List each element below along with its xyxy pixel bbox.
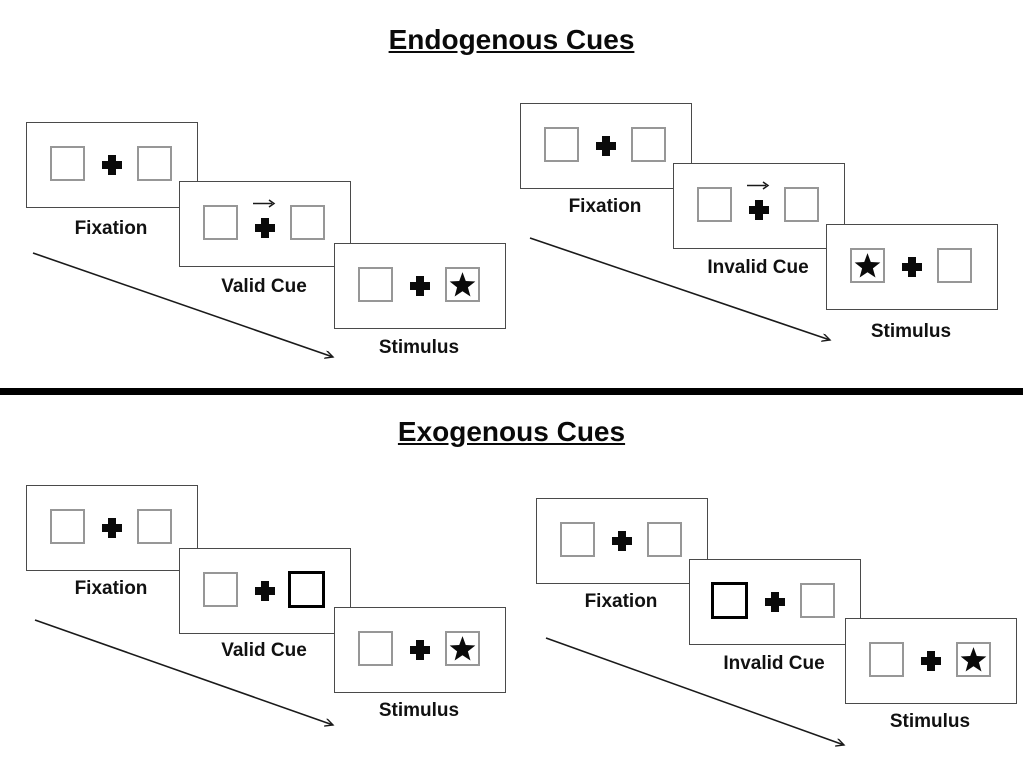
- star-icon: [854, 253, 881, 278]
- stimulus-frame: [334, 243, 506, 329]
- right-box: [445, 267, 480, 302]
- left-box: [560, 522, 595, 557]
- time-sequence-arrow-icon: [34, 619, 352, 736]
- left-box: [50, 509, 85, 544]
- fixation-cross-icon: [765, 592, 785, 612]
- fixation-cross-icon: [596, 136, 616, 156]
- fixation-frame: [26, 122, 198, 208]
- fixation-frame: [26, 485, 198, 571]
- fixation-cross-icon: [102, 518, 122, 538]
- time-sequence-arrow-icon: [545, 637, 863, 759]
- right-box: [937, 248, 972, 283]
- right-box: [290, 205, 325, 240]
- frame-label: Stimulus: [378, 700, 460, 721]
- fixation-cross-icon: [255, 581, 275, 601]
- fixation-cross-icon: [255, 218, 275, 238]
- left-box: [50, 146, 85, 181]
- frame-label: Fixation: [584, 591, 658, 612]
- left-box: [544, 127, 579, 162]
- frame-label: Invalid Cue: [723, 653, 825, 674]
- fixation-cross-icon: [902, 257, 922, 277]
- frame-label: Fixation: [568, 196, 642, 217]
- frame-label: Invalid Cue: [707, 257, 809, 278]
- left-box: [869, 642, 904, 677]
- right-box: [137, 146, 172, 181]
- invalid-cue-frame: [673, 163, 845, 249]
- fixation-cross-icon: [749, 200, 769, 220]
- frame-label: Stimulus: [870, 321, 952, 342]
- exogenous-section-title: Exogenous Cues: [397, 416, 626, 447]
- left-box: [697, 187, 732, 222]
- left-box: [850, 248, 885, 283]
- frame-label: Valid Cue: [221, 640, 307, 661]
- thick-cue-box: [711, 582, 748, 619]
- frame-label: Fixation: [74, 578, 148, 599]
- time-sequence-arrow-icon: [529, 237, 847, 354]
- stimulus-frame: [845, 618, 1017, 704]
- fixation-cross-icon: [410, 640, 430, 660]
- left-box: [203, 572, 238, 607]
- frame-label: Stimulus: [378, 337, 460, 358]
- right-box: [631, 127, 666, 162]
- frame-label: Fixation: [74, 218, 148, 239]
- frame-label: Stimulus: [889, 711, 971, 732]
- fixation-cross-icon: [612, 531, 632, 551]
- left-box: [358, 267, 393, 302]
- fixation-frame: [536, 498, 708, 584]
- thick-cue-box: [288, 571, 325, 608]
- right-box: [647, 522, 682, 557]
- frame-label: Valid Cue: [221, 276, 307, 297]
- valid-cue-frame: [179, 181, 351, 267]
- fixation-cross-icon: [102, 155, 122, 175]
- right-box: [956, 642, 991, 677]
- right-box: [445, 631, 480, 666]
- invalid-cue-frame: [689, 559, 861, 645]
- time-sequence-arrow-icon: [32, 252, 350, 369]
- right-box: [137, 509, 172, 544]
- right-arrow-icon: [253, 199, 276, 208]
- star-icon: [449, 272, 476, 297]
- valid-cue-frame: [179, 548, 351, 634]
- stimulus-frame: [334, 607, 506, 693]
- fixation-cross-icon: [410, 276, 430, 296]
- left-box: [358, 631, 393, 666]
- right-arrow-icon: [747, 181, 770, 190]
- stimulus-frame: [826, 224, 998, 310]
- endogenous-section-title: Endogenous Cues: [388, 24, 635, 55]
- right-box: [784, 187, 819, 222]
- fixation-cross-icon: [921, 651, 941, 671]
- star-icon: [960, 647, 987, 672]
- fixation-frame: [520, 103, 692, 189]
- section-divider: [0, 388, 1023, 395]
- right-box: [800, 583, 835, 618]
- star-icon: [449, 636, 476, 661]
- left-box: [203, 205, 238, 240]
